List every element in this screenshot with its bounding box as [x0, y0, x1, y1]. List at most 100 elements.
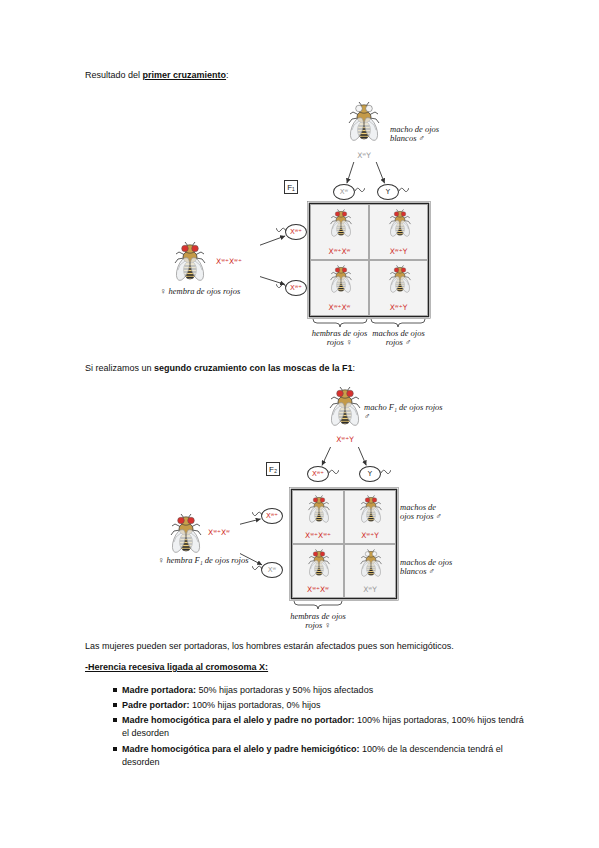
bold-text: Madre homocigótica para el alelo y padre…: [122, 715, 355, 725]
text-line: -Herencia recesiva ligada al cromosoma X…: [85, 661, 268, 674]
fly-drawing: [329, 265, 352, 293]
text-line: Las mujeres pueden ser portadoras, los h…: [85, 640, 454, 653]
generation-box: F₁: [284, 180, 298, 194]
gamete-allele: Y: [386, 188, 390, 197]
body-text: 100% hijas portadoras, 0% hijos: [192, 700, 321, 710]
bullet-square: [113, 718, 117, 722]
fly-caption: macho F₁ de ojos rojos ♂: [364, 403, 448, 421]
gamete-circle: Xʷ: [261, 562, 283, 578]
fly-illustration: [357, 548, 385, 579]
parent-fly: macho de ojos blancos ♂XʷY: [341, 100, 387, 162]
text-line: Padre portador:100% hijas portadoras, 0%…: [122, 699, 532, 712]
sperm-tail: [329, 468, 339, 476]
generation-box: F₂: [266, 462, 280, 476]
text-line: Madre homocigótica para el alelo y padre…: [122, 743, 527, 769]
body-text: Si realizamos un: [85, 363, 152, 373]
genotype-label: XʷY: [363, 585, 377, 594]
genotype-label: Xʷ⁺Xʷ⁺: [305, 531, 331, 540]
arrow-connector: [376, 162, 384, 183]
sperm-tail: [276, 282, 286, 290]
bold-text: Madre portadora:: [122, 685, 196, 695]
sperm-tail-line: [381, 470, 391, 474]
gamete-circle: Xʷ⁺: [285, 280, 307, 296]
gamete-circle: Y: [359, 466, 381, 482]
sperm-tail: [399, 186, 409, 194]
gamete-circle: Xʷ: [333, 184, 355, 200]
fly-drawing: [360, 495, 383, 523]
arrow-connector: [347, 162, 354, 183]
punnett-cell: Xʷ⁺Y: [369, 204, 428, 260]
gamete-allele: Y: [368, 470, 372, 479]
bullet-square: [113, 688, 117, 692]
fly-caption: Xʷ⁺Xʷ⁺: [216, 257, 260, 266]
fly-drawing: [388, 265, 411, 293]
bold-text: segundo cruzamiento con las moscas de la…: [154, 363, 353, 373]
body-text: :: [353, 363, 356, 373]
sperm-tail: [355, 186, 365, 194]
sperm-tail-line: [355, 188, 365, 192]
fly-illustration: [305, 548, 333, 579]
fly-drawing: [170, 514, 203, 554]
brace: [294, 601, 342, 609]
phenotype-label: hembras de ojos rojos ♀: [290, 612, 346, 630]
parent-fly: macho F₁ de ojos rojos ♂Xʷ⁺Y: [320, 385, 370, 447]
punnett-cell: XʷY: [344, 544, 396, 598]
sperm-tail: [381, 468, 391, 476]
genotype-label: Xʷ⁺Y: [320, 435, 370, 444]
fly-illustration: [166, 512, 206, 556]
body-text: :: [226, 70, 229, 80]
fly-caption: Xʷ⁺Xʷ: [208, 528, 242, 537]
arrow-connector: [260, 236, 285, 245]
genotype-label: ♀ hembra F₁ de ojos rojos: [158, 556, 248, 565]
arrow-connector: [240, 554, 262, 565]
body-text: Las mujeres pueden ser portadoras, los h…: [85, 641, 454, 651]
fly-drawing: [388, 209, 411, 237]
body-text: Resultado del: [85, 70, 140, 80]
phenotype-label: machos de ojos rojos ♂: [400, 503, 452, 521]
gamete-allele: Xʷ: [340, 188, 348, 197]
arrow-connector: [240, 519, 261, 524]
fly-illustration: [305, 494, 333, 525]
fly-illustration: [386, 264, 414, 295]
bold-text: primer cruzamiento: [143, 70, 227, 80]
fly-illustration: [357, 494, 385, 525]
fly-illustration: [327, 264, 355, 295]
bold-text: Madre homocigótica para el alelo y padre…: [122, 744, 360, 754]
punnett-cell: Xʷ⁺Xʷ: [292, 544, 344, 598]
arrow-connector: [358, 447, 366, 465]
bold-text: Padre portador:: [122, 700, 190, 710]
sperm-tail-line: [329, 470, 339, 474]
fly-illustration: [170, 240, 210, 284]
punnett-cell: Xʷ⁺Y: [344, 490, 396, 544]
genotype-label: ♀ hembra de ojos rojos: [160, 287, 240, 296]
sperm-tail-line: [252, 566, 262, 570]
bullet-square: [113, 703, 117, 707]
fly-caption: macho de ojos blancos ♂: [390, 125, 448, 143]
fly-drawing: [329, 387, 362, 427]
genotype-label: Xʷ⁺Y: [390, 247, 408, 256]
phenotype-label: machos de ojos blancos ♂: [400, 558, 454, 576]
punnett-cell: Xʷ⁺Xʷ: [310, 260, 369, 316]
punnett-frame: [310, 204, 429, 317]
gamete-circle: Xʷ⁺: [261, 508, 283, 524]
text-line: Si realizamos unsegundo cruzamiento con …: [85, 362, 355, 375]
sperm-tail-line: [252, 512, 262, 516]
punnett-frame-shadow: [308, 202, 431, 319]
gamete-circle: Xʷ⁺: [307, 466, 329, 482]
sperm-tail: [252, 564, 262, 572]
sperm-tail-line: [276, 228, 286, 232]
genotype-label: Xʷ⁺Y: [390, 303, 408, 312]
body-text: 50% hijas portadoras y 50% hijos afectad…: [199, 685, 374, 695]
fly-drawing: [308, 549, 331, 577]
brace: [313, 319, 367, 327]
fly-drawing: [329, 209, 352, 237]
gamete-circle: Y: [377, 184, 399, 200]
fly-illustration: [325, 385, 365, 429]
punnett-cell: Xʷ⁺Xʷ: [310, 204, 369, 260]
parent-fly: Xʷ⁺Xʷ♀ hembra F₁ de ojos rojos: [164, 512, 240, 556]
sperm-tail: [252, 510, 262, 518]
text-line: Resultado delprimer cruzamiento:: [85, 69, 229, 82]
genotype-label: XʷY: [341, 151, 387, 160]
punnett-frame-shadow: [290, 488, 399, 601]
